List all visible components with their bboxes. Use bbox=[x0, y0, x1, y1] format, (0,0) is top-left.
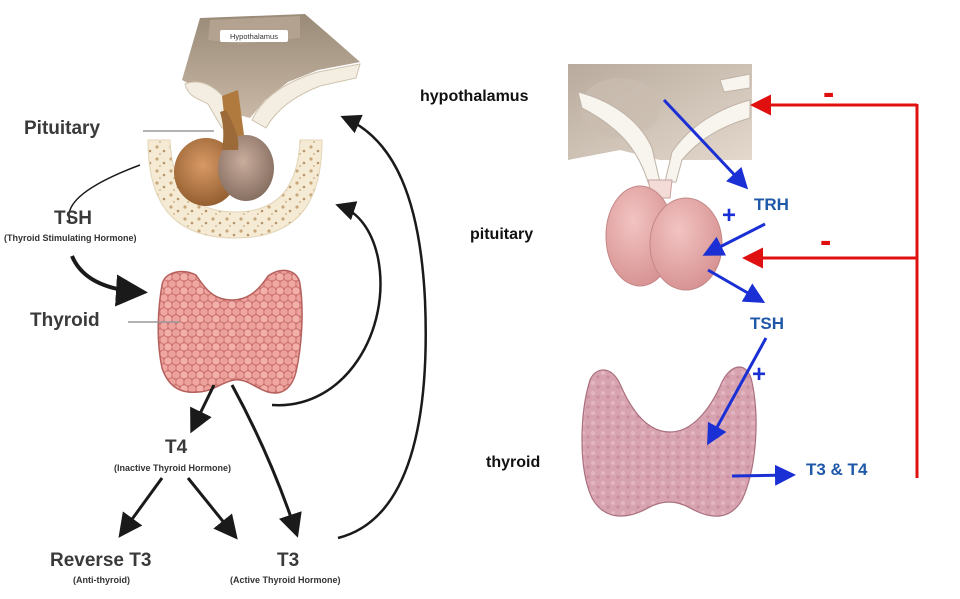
label-right-hypothalamus: hypothalamus bbox=[420, 88, 529, 105]
label-right-tsh: TSH bbox=[750, 314, 784, 333]
right-pituitary-illustration bbox=[605, 179, 723, 291]
left-pituitary-illustration bbox=[147, 110, 323, 239]
right-thyroid-illustration bbox=[581, 366, 757, 517]
minus-sign-hypothalamus: - bbox=[823, 74, 835, 112]
pituitary-to-tsh-line bbox=[68, 164, 141, 223]
t4-to-reverse-t3-arrow bbox=[118, 477, 164, 538]
t4-to-t3-arrow bbox=[186, 477, 238, 540]
tsh-to-thyroid-arrow bbox=[70, 255, 148, 307]
plus-sign-tsh: + bbox=[752, 361, 767, 388]
label-t3-t4: T3 & T4 bbox=[806, 460, 868, 479]
label-right-thyroid: thyroid bbox=[486, 454, 541, 471]
label-t4: T4 bbox=[165, 437, 188, 458]
label-pituitary: Pituitary bbox=[24, 118, 101, 139]
trh-to-pituitary-arrow bbox=[702, 222, 766, 256]
plus-sign-trh: + bbox=[722, 202, 737, 229]
tsh-to-thyroid-arrow-right bbox=[707, 337, 768, 446]
t3-feedback-to-hypothalamus-arrow bbox=[337, 114, 427, 540]
thyroid-feedback-to-pituitary-arrow bbox=[271, 201, 382, 407]
label-right-pituitary: pituitary bbox=[470, 226, 534, 243]
label-t3-sub: (Active Thyroid Hormone) bbox=[230, 575, 341, 585]
label-thyroid: Thyroid bbox=[30, 310, 100, 331]
label-reverse-t3-sub: (Anti-thyroid) bbox=[73, 575, 130, 585]
hypothalamus-to-trh-arrow bbox=[662, 98, 749, 190]
label-tsh-sub: (Thyroid Stimulating Hormone) bbox=[4, 233, 137, 243]
label-tsh: TSH bbox=[54, 208, 92, 229]
left-thyroid-illustration bbox=[157, 269, 303, 394]
label-t4-sub: (Inactive Thyroid Hormone) bbox=[114, 463, 232, 473]
label-trh: TRH bbox=[754, 195, 789, 214]
thyroid-to-t3-arrow bbox=[230, 384, 302, 538]
thyroid-to-t4-arrow bbox=[190, 384, 216, 434]
label-t3: T3 bbox=[277, 550, 300, 571]
label-reverse-t3: Reverse T3 bbox=[50, 550, 152, 571]
minus-sign-pituitary: - bbox=[820, 222, 832, 260]
thyroid-to-t3t4-arrow bbox=[731, 464, 796, 486]
right-hypothalamus-illustration bbox=[568, 64, 752, 183]
hypothalamus-tag-box bbox=[220, 30, 288, 42]
hypothalamus-tag: Hypothalamus bbox=[230, 32, 278, 41]
pituitary-to-tsh-arrow bbox=[707, 268, 766, 303]
